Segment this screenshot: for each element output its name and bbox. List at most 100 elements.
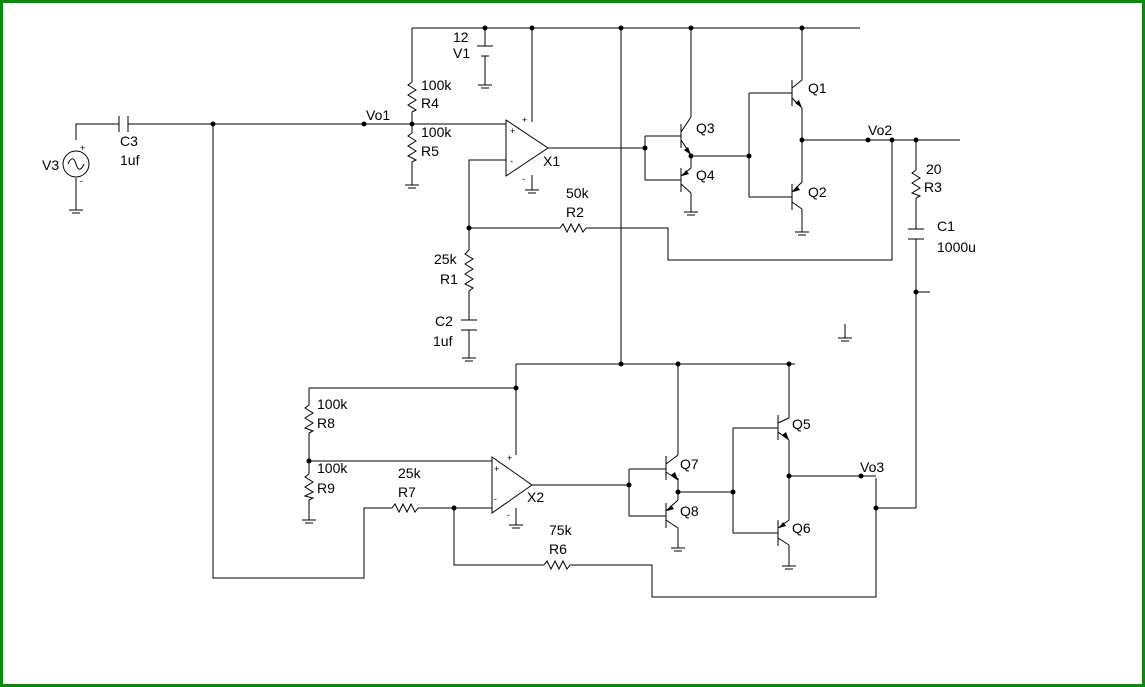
r5-value-label: 100k	[421, 124, 452, 140]
resistor-r1	[463, 249, 474, 292]
c1-name-label: C1	[937, 218, 955, 234]
r4-name-label: R4	[421, 95, 439, 111]
junction	[529, 25, 535, 31]
junction	[730, 489, 736, 495]
junction	[513, 385, 519, 391]
junction	[873, 505, 879, 511]
r9-name-label: R9	[317, 480, 335, 496]
ground-icon	[838, 324, 852, 342]
junction	[451, 505, 457, 511]
ground-icon	[525, 189, 539, 194]
resistor-r5	[406, 132, 418, 163]
opamp-x2	[491, 456, 533, 514]
resistor-r7	[391, 502, 419, 514]
junction	[618, 25, 624, 31]
junction	[361, 121, 367, 127]
resistor-r9	[303, 473, 315, 501]
x1-name-label: X1	[543, 153, 560, 169]
q1-name-label: Q1	[808, 80, 827, 96]
v3-plus-sign: +	[80, 143, 85, 153]
q4-name-label: Q4	[696, 167, 715, 183]
junction	[675, 489, 681, 495]
resistor-r3	[910, 169, 922, 199]
junction	[913, 289, 919, 295]
ground-icon	[671, 547, 685, 552]
junction	[865, 137, 871, 143]
junction	[675, 361, 681, 367]
c2-name-label: C2	[435, 313, 453, 329]
v3-minus-sign: -	[80, 176, 83, 186]
r1-name-label: R1	[440, 271, 458, 287]
junction	[688, 25, 694, 31]
r1-value-label: 25k	[434, 251, 458, 267]
vo3-net-label: Vo3	[860, 459, 884, 475]
ground-icon	[302, 519, 316, 524]
c2-value-label: 1uf	[433, 333, 453, 349]
junction	[626, 482, 632, 488]
q2-name-label: Q2	[808, 184, 827, 200]
ground-icon	[478, 84, 492, 89]
transistor-q3	[680, 116, 692, 156]
transistor-q1	[791, 79, 803, 109]
r2-value-label: 50k	[566, 185, 590, 201]
x1-supply-minus-pin: -	[522, 174, 525, 184]
junction	[913, 137, 919, 143]
r3-name-label: R3	[924, 179, 942, 195]
capacitor-c1	[908, 228, 924, 240]
r7-value-label: 25k	[398, 465, 422, 481]
junction	[799, 137, 805, 143]
transistor-q8	[665, 499, 679, 529]
x2-plus-pin: +	[494, 464, 499, 474]
v1-name-label: V1	[453, 45, 470, 61]
junction	[858, 473, 864, 479]
vo2-net-label: Vo2	[868, 122, 892, 138]
transistor-q2	[791, 181, 803, 210]
q7-name-label: Q7	[680, 456, 699, 472]
junction	[746, 153, 752, 159]
transistor-q6	[777, 519, 790, 546]
junction	[210, 121, 216, 127]
junction	[306, 458, 312, 464]
x2-supply-plus-pin: +	[507, 453, 512, 463]
vo1-net-label: Vo1	[366, 107, 390, 123]
x2-name-label: X2	[527, 489, 544, 505]
r2-name-label: R2	[566, 204, 584, 220]
resistor-r4	[407, 81, 418, 113]
r7-name-label: R7	[398, 484, 416, 500]
ground-symbols	[69, 84, 852, 570]
ground-icon	[462, 357, 476, 362]
ground-icon	[782, 565, 796, 570]
r3-value-label: 20	[926, 161, 942, 177]
transistor-q7	[665, 454, 679, 481]
junction	[618, 361, 624, 367]
opamp-x1	[505, 119, 549, 177]
r5-name-label: R5	[421, 143, 439, 159]
junction	[889, 137, 895, 143]
r8-name-label: R8	[317, 415, 335, 431]
junction	[786, 473, 792, 479]
junction	[799, 25, 805, 31]
x1-minus-pin: -	[510, 156, 513, 166]
junction	[642, 145, 648, 151]
q3-name-label: Q3	[696, 120, 715, 136]
transistor-q4	[680, 167, 692, 194]
ground-icon	[405, 184, 419, 189]
r6-name-label: R6	[549, 541, 567, 557]
resistor-r8	[303, 404, 315, 434]
ground-icon	[69, 209, 83, 214]
r8-value-label: 100k	[317, 396, 348, 412]
junction	[482, 25, 488, 31]
x2-supply-minus-pin: -	[507, 510, 510, 520]
capacitor-c2	[461, 319, 477, 331]
x1-plus-pin: +	[510, 126, 515, 136]
junction	[786, 361, 792, 367]
junction	[466, 225, 472, 231]
junction	[688, 153, 694, 159]
ground-icon	[795, 231, 809, 236]
wires	[75, 27, 960, 598]
ac-source-v3	[62, 150, 90, 178]
c1-value-label: 1000u	[937, 239, 976, 255]
q5-name-label: Q5	[792, 416, 811, 432]
